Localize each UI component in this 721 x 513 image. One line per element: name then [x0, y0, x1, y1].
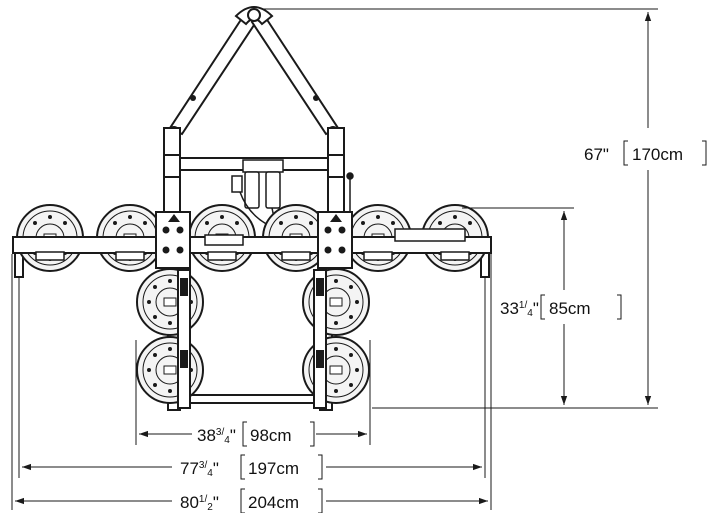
hub-plates: [155, 211, 353, 269]
overall-height-label: 67" 170cm: [584, 145, 683, 164]
overall-height-imperial: 67": [584, 145, 609, 164]
pad-height-imperial: 331/4": [500, 299, 539, 319]
pad-height-label: 331/4" 85cm: [500, 299, 591, 319]
main-beam-front: [12, 236, 492, 254]
metric-brackets: [240, 140, 707, 513]
inner-width-imperial: 383/4": [197, 426, 236, 446]
lower-arm-front: [177, 269, 327, 409]
pad-span-imperial: 773/4": [180, 459, 219, 479]
overall-width-metric: 204cm: [248, 493, 299, 512]
overall-width-label: 801/2" 204cm: [180, 493, 299, 513]
inner-width-metric: 98cm: [250, 426, 292, 445]
overall-height-metric: 170cm: [632, 145, 683, 164]
beam-pad-mounts: [35, 228, 470, 261]
overall-width-imperial: 801/2": [180, 493, 219, 513]
pad-span-label: 773/4" 197cm: [180, 459, 299, 479]
lifter-machine: [12, 6, 492, 411]
filter-regulator-unit: [231, 159, 354, 237]
pad-height-metric: 85cm: [549, 299, 591, 318]
lifting-bail: [168, 6, 340, 138]
dimension-lines: [11, 8, 658, 510]
pad-span-metric: 197cm: [248, 459, 299, 478]
inner-width-label: 383/4" 98cm: [197, 426, 292, 446]
